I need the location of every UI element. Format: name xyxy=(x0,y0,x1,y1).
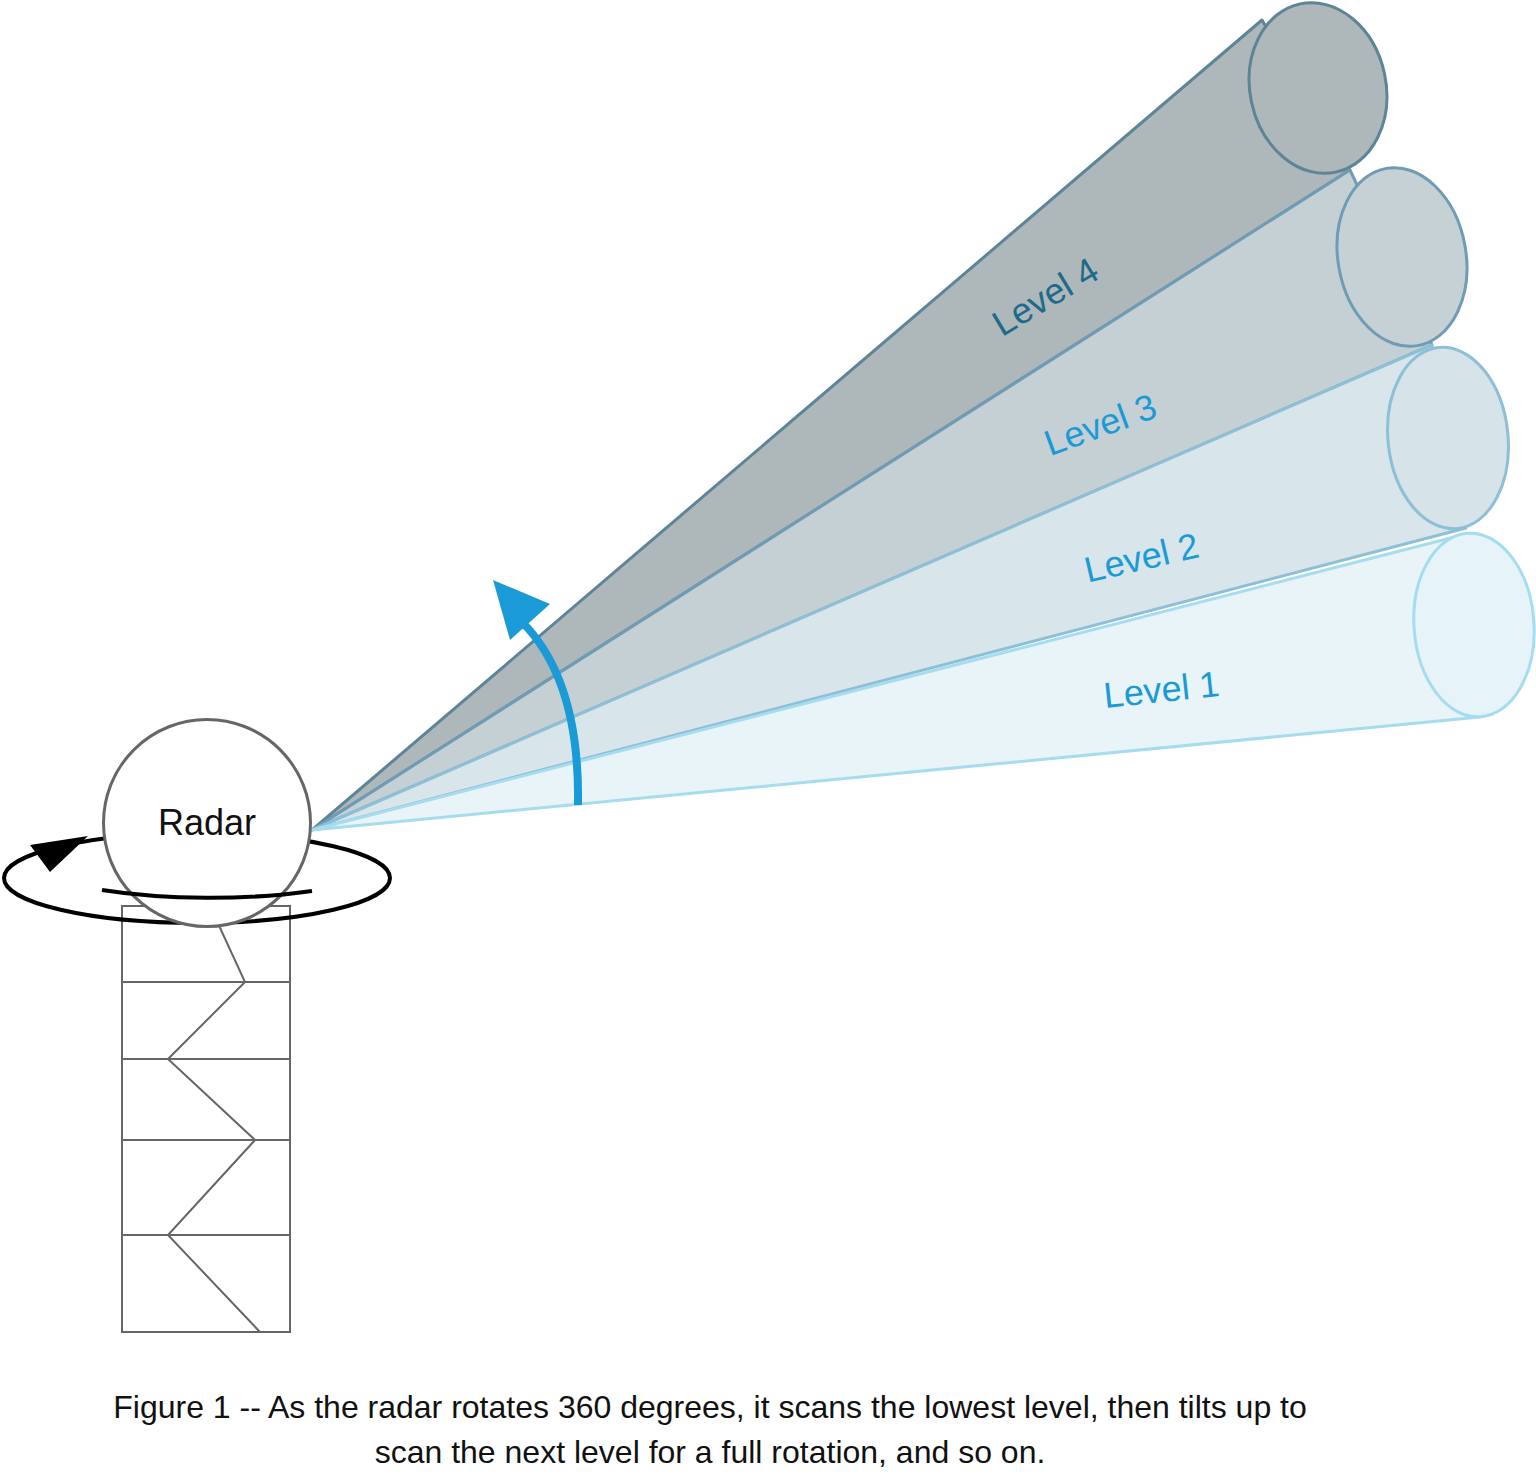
tilt-arrow xyxy=(493,580,578,805)
rotation-arrowhead xyxy=(30,836,88,872)
figure-caption: Figure 1 -- As the radar rotates 360 deg… xyxy=(110,1385,1310,1475)
beam-level-2 xyxy=(312,341,1517,830)
level-label: Level 1 xyxy=(1101,663,1222,716)
beam-level-3 xyxy=(312,157,1481,830)
radar-tower xyxy=(122,906,290,1332)
radar-dome: Radar xyxy=(102,718,312,928)
beam-level-1 xyxy=(312,529,1536,830)
radar-label: Radar xyxy=(158,802,256,843)
